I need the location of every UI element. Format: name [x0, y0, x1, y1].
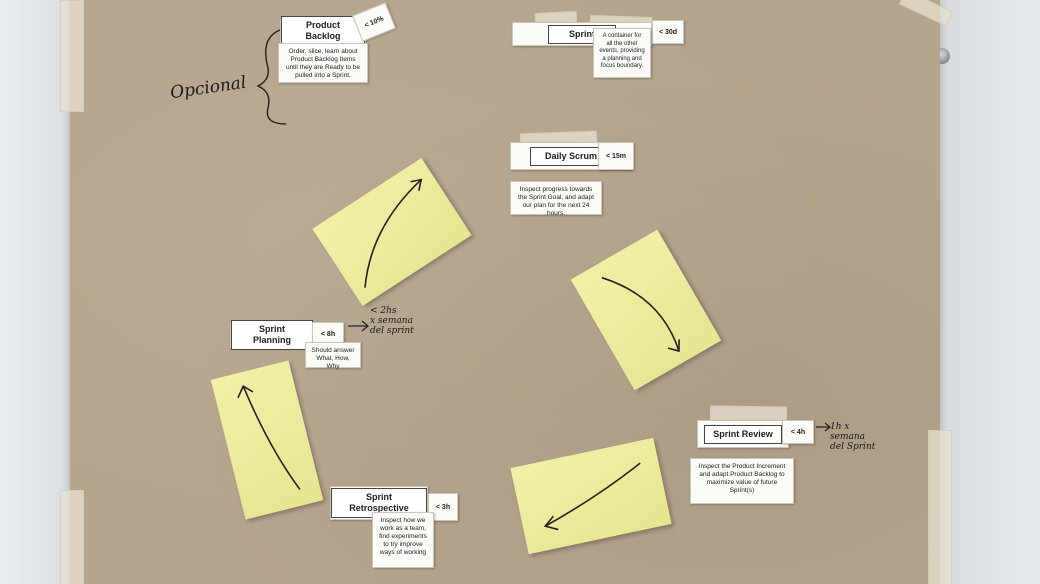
handwritten-opcional: Opcional [168, 72, 248, 104]
review-time-card: < 4h [782, 420, 814, 444]
retrospective-description: Inspect how we work as a team, find expe… [379, 517, 427, 556]
sticky-note-arrow-left [510, 437, 672, 555]
planning-title: Sprint Planning [231, 320, 313, 350]
refinement-description: Order, slice, learn about Product Backlo… [285, 48, 361, 79]
sprint-time: < 30d [658, 28, 678, 36]
refinement-description-card: Order, slice, learn about Product Backlo… [278, 43, 368, 83]
daily-scrum-title: Daily Scrum [529, 146, 613, 166]
sprint-time-card: < 30d [652, 20, 684, 44]
sprint-description: A container for all the other events, pr… [599, 33, 645, 69]
review-title-card: Sprint Review [697, 420, 789, 448]
review-title: Sprint Review [704, 424, 782, 444]
daily-scrum-description: Inspect progress towards the Sprint Goal… [518, 186, 594, 217]
planning-note-line-2: x semana [370, 316, 413, 326]
retrospective-time: < 3h [435, 503, 451, 511]
review-note-line-1: 1h x [830, 422, 850, 432]
review-time: < 4h [790, 428, 806, 436]
tape [60, 0, 84, 112]
refinement-time: < 10% [363, 15, 385, 30]
arrow-up-right-icon [364, 178, 423, 288]
sticky-note-arrow-up-right [312, 158, 472, 306]
planning-handwritten-note: < 2hs x semana del sprint [370, 306, 414, 336]
review-description-card: Inspect the Product Increment and adapt … [690, 458, 794, 504]
tape [60, 490, 84, 584]
review-note-arrow-icon [816, 422, 831, 432]
arrow-up-icon [237, 384, 301, 490]
planning-note-line-1: < 2hs [370, 306, 397, 316]
planning-note-arrow-icon [348, 320, 369, 332]
sprint-description-card: A container for all the other events, pr… [593, 28, 651, 78]
review-note-line-2: semana [830, 432, 866, 442]
arrow-down-icon [601, 276, 680, 353]
sticky-note-arrow-down [570, 229, 722, 391]
review-description: Inspect the Product Increment and adapt … [698, 463, 786, 494]
planning-description: Should answer What, How, Why [311, 347, 355, 370]
daily-scrum-description-card: Inspect progress towards the Sprint Goal… [510, 181, 602, 217]
tape [928, 430, 952, 584]
daily-scrum-time-card: < 15m [598, 142, 634, 170]
sticky-note-arrow-up [210, 360, 324, 520]
review-note-line-3: del Sprint [830, 442, 876, 452]
brace-icon [256, 29, 287, 125]
planning-note-line-3: del sprint [370, 326, 414, 336]
daily-scrum-time: < 15m [605, 152, 627, 160]
kraft-paper-board: Product Backlog Refinement < 10% Order, … [60, 0, 953, 584]
retrospective-description-card: Inspect how we work as a team, find expe… [372, 512, 434, 568]
arrow-left-icon [543, 462, 641, 531]
planning-description-card: Should answer What, How, Why [305, 342, 361, 370]
review-handwritten-note: 1h x semana del Sprint [830, 422, 875, 452]
planning-title-card: Sprint Planning [230, 320, 314, 350]
planning-time: < 8h [320, 330, 336, 338]
